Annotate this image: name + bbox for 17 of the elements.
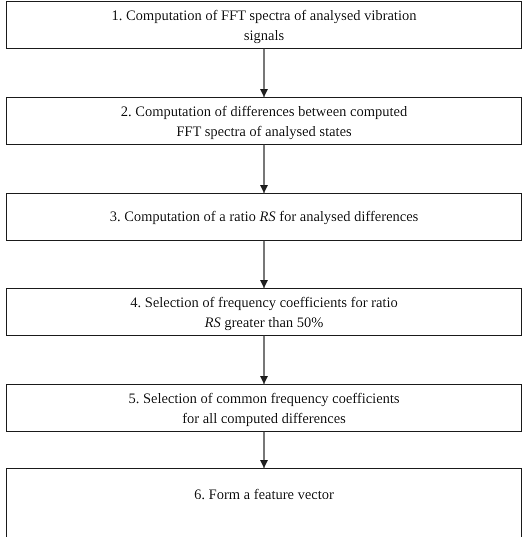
step-text: 6. Form a feature vector: [194, 486, 334, 505]
process-box: [6, 97, 522, 145]
arrow: [260, 49, 268, 97]
process-box: [6, 288, 522, 336]
process-box: [6, 384, 522, 432]
arrow: [260, 145, 268, 193]
process-box: [6, 193, 522, 241]
step-text: 2. Computation of differences between computed FFT spectra of analysed states: [120, 103, 408, 142]
arrow: [260, 336, 268, 384]
process-box: [6, 468, 522, 537]
step-text: 4. Selection of frequency coefficients for ratio RS greater than 50%: [129, 294, 399, 333]
step-text: 3. Computation of a ratio RS for analysed differences: [110, 208, 418, 227]
arrow: [260, 432, 268, 468]
arrow: [260, 241, 268, 288]
step-text: 5. Selection of common frequency coefficients for all computed differences: [127, 390, 401, 429]
step-text: 1. Computation of FFT spectra of analysed vibration signals: [110, 7, 418, 46]
process-box: [6, 1, 522, 49]
